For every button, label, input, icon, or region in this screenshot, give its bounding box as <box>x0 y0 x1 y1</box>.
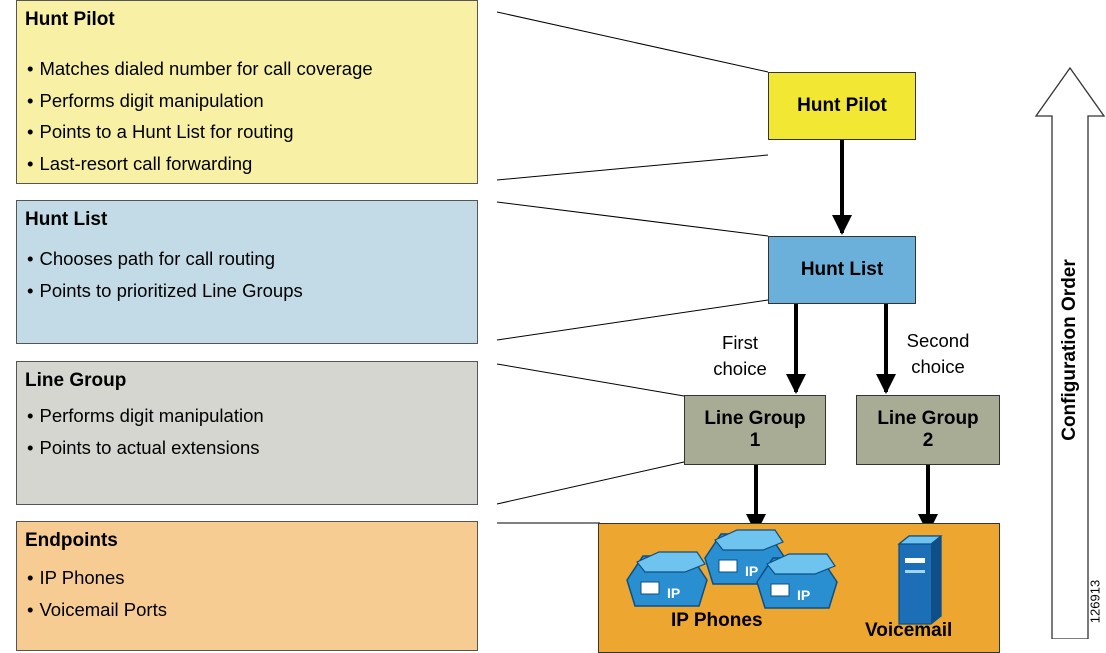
ip-phone-icon: IP <box>704 529 786 585</box>
hunt-pilot-funnel-bottom <box>496 154 769 181</box>
bullet-item: Matches dialed number for call coverage <box>27 53 372 85</box>
hunt-list-panel: Hunt List Chooses path for call routing … <box>16 200 478 344</box>
ip-phones-graphic: IP IP IP <box>626 529 943 625</box>
voicemail-server-icon <box>897 535 943 625</box>
line-group-1-number: 1 <box>749 430 761 451</box>
hunt-pilot-node: Hunt Pilot <box>768 72 916 140</box>
bullet-item: Voicemail Ports <box>27 594 167 626</box>
up-arrow-icon <box>1034 66 1106 639</box>
endpoints-panel: Endpoints IP Phones Voicemail Ports <box>16 521 478 651</box>
connector-lines <box>496 11 1106 639</box>
line-group-panel: Line Group Performs digit manipulation P… <box>16 361 478 505</box>
line-group-funnel-bottom <box>496 461 685 505</box>
line-group-1-node: Line Group 1 <box>684 395 826 465</box>
line-group-panel-title: Line Group <box>25 370 127 391</box>
hunt-list-bullets: Chooses path for call routing Points to … <box>27 243 303 307</box>
bullet-item: Performs digit manipulation <box>27 85 373 117</box>
hunt-list-node-label: Hunt List <box>800 259 884 280</box>
line-group-bullets: Performs digit manipulation Points to ac… <box>27 400 264 464</box>
hunt-pilot-bullets: Matches dialed number for call coverage … <box>27 53 373 180</box>
voicemail-caption: Voicemail <box>865 620 953 641</box>
second-choice-line1: Second <box>906 330 970 351</box>
hunt-pilot-funnel-top <box>496 11 769 73</box>
line-group-2-number: 2 <box>922 430 934 451</box>
line-group-2-label: Line Group <box>877 408 979 429</box>
hunt-pilot-node-label: Hunt Pilot <box>797 95 887 116</box>
figure-id: 126913 <box>1087 579 1103 624</box>
hunt-list-panel-title: Hunt List <box>25 209 108 230</box>
first-choice-line1: First <box>722 332 758 353</box>
bullet-item: Points to prioritized Line Groups <box>27 275 302 307</box>
ip-phones-caption: IP Phones <box>671 610 763 631</box>
bullet-item: Points to actual extensions <box>27 432 264 464</box>
second-choice-line2: choice <box>911 356 965 377</box>
endpoints-panel-title: Endpoints <box>25 530 118 551</box>
endpoints-area: IP IP IP IP Phones Voicemail <box>598 523 1000 653</box>
bullet-item: Chooses path for call routing <box>27 243 303 275</box>
hunt-list-funnel-bottom <box>496 299 769 341</box>
svg-text:IP: IP <box>745 563 758 579</box>
hunt-pilot-panel: Hunt Pilot Matches dialed number for cal… <box>16 0 478 184</box>
second-choice-label: Second choice <box>893 330 983 378</box>
configuration-order-label: Configuration Order <box>1059 259 1080 441</box>
hunt-list-node: Hunt List <box>768 236 916 304</box>
bullet-item: Points to a Hunt List for routing <box>27 116 373 148</box>
hunt-pilot-panel-title: Hunt Pilot <box>25 9 115 30</box>
endpoints-bullets: IP Phones Voicemail Ports <box>27 562 167 625</box>
bullet-item: Last-resort call forwarding <box>27 148 373 180</box>
line-group-1-label: Line Group <box>704 408 806 429</box>
bullet-item: IP Phones <box>27 562 167 594</box>
ip-phone-icon: IP <box>626 551 708 607</box>
ip-phone-icon: IP <box>756 553 838 609</box>
line-group-funnel-top <box>496 363 685 397</box>
bullet-item: Performs digit manipulation <box>27 400 263 432</box>
first-choice-label: First choice <box>700 332 780 380</box>
first-choice-line2: choice <box>713 358 767 379</box>
svg-text:IP: IP <box>667 585 680 601</box>
svg-text:IP: IP <box>797 587 810 603</box>
hunt-list-funnel-top <box>496 201 769 237</box>
line-group-2-node: Line Group 2 <box>856 395 1000 465</box>
